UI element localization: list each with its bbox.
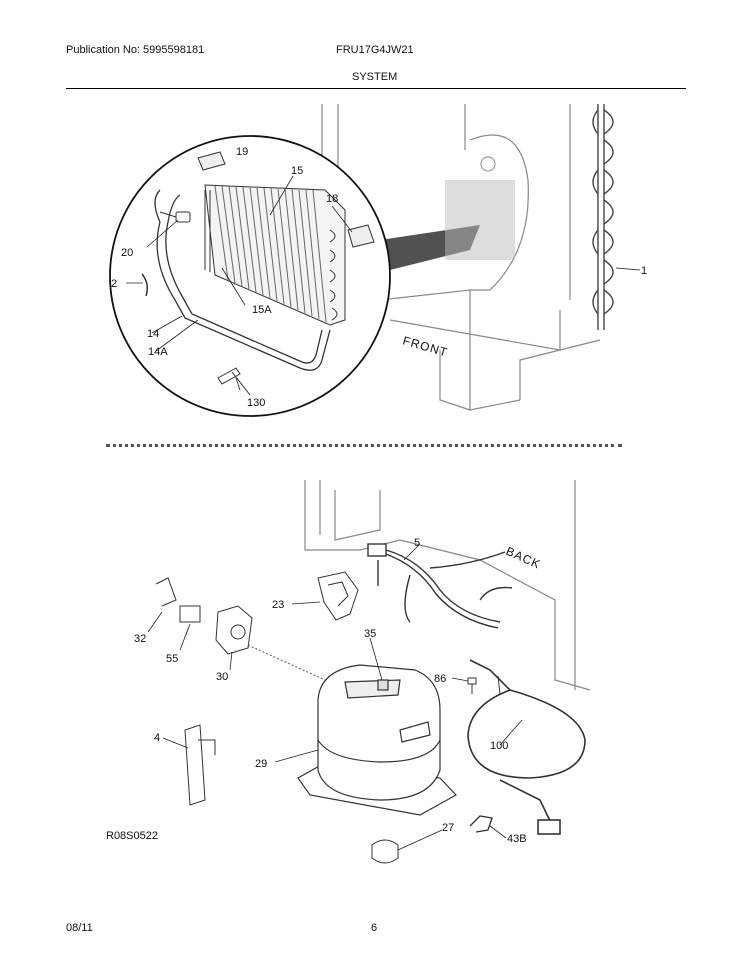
section-divider xyxy=(106,444,622,447)
part-label-35: 35 xyxy=(364,628,376,640)
part-label-4: 4 xyxy=(154,732,160,744)
power-cord xyxy=(467,659,586,835)
part-label-5: 5 xyxy=(414,537,420,549)
top-labels: 19 15 18 20 2 15A 14 14A 130 1 xyxy=(111,146,647,409)
part-label-1: 1 xyxy=(641,265,647,277)
publication-number: Publication No: 5995598181 xyxy=(66,44,205,56)
back-label: BACK xyxy=(504,544,543,572)
part-label-100: 100 xyxy=(490,740,508,752)
part-label-30: 30 xyxy=(216,671,228,683)
part-label-32: 32 xyxy=(134,633,146,645)
header-rule xyxy=(66,88,686,89)
screw xyxy=(467,675,501,695)
part-label-14a: 14A xyxy=(148,346,168,358)
part-label-20: 20 xyxy=(121,247,133,259)
part-label-15: 15 xyxy=(291,165,303,177)
part-label-19: 19 xyxy=(236,146,248,158)
part-label-15a: 15A xyxy=(252,304,272,316)
part-label-29: 29 xyxy=(255,758,267,770)
overload-protector xyxy=(317,571,359,621)
section-title: SYSTEM xyxy=(352,71,398,83)
pad-18 xyxy=(347,224,375,248)
evaporator-shading xyxy=(380,156,515,270)
evaporator xyxy=(204,184,346,326)
part-label-18: 18 xyxy=(326,193,338,205)
part-label-130: 130 xyxy=(247,397,265,409)
part-label-14: 14 xyxy=(147,328,159,340)
relay-30 xyxy=(215,605,253,655)
front-label: FRONT xyxy=(401,333,449,359)
cover xyxy=(155,577,177,607)
thermistor-20 xyxy=(159,211,191,223)
pad-19 xyxy=(197,151,226,171)
part-label-43b: 43B xyxy=(507,833,527,845)
clip-2 xyxy=(141,273,149,297)
tubing xyxy=(154,189,331,371)
footer-date: 08/11 xyxy=(66,922,93,934)
wiring-harness xyxy=(367,543,513,629)
bottom-labels: 5 23 32 55 30 35 86 4 29 100 27 43B xyxy=(134,537,527,845)
part-label-23: 23 xyxy=(272,599,284,611)
clip-43b xyxy=(469,815,493,833)
cabinet-back-outline xyxy=(304,480,591,691)
part-label-2: 2 xyxy=(111,278,117,290)
condenser-coil xyxy=(592,104,614,330)
drain-130 xyxy=(217,367,251,396)
grommet xyxy=(371,839,399,864)
relay-55 xyxy=(179,605,201,623)
filter-drier xyxy=(184,724,216,806)
part-label-86: 86 xyxy=(434,673,446,685)
page-number: 6 xyxy=(371,922,378,934)
part-label-55: 55 xyxy=(166,653,178,665)
compressor xyxy=(297,664,457,816)
part-label-27: 27 xyxy=(442,822,454,834)
model-number: FRU17G4JW21 xyxy=(336,44,414,56)
drawing-code: R08S0522 xyxy=(106,830,158,842)
